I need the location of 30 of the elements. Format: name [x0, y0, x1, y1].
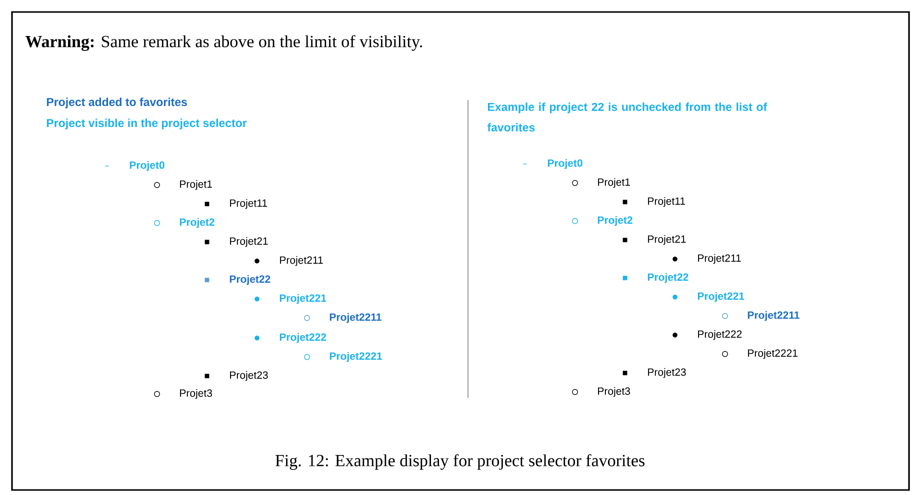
tree-item: Projet21: [204, 237, 268, 247]
tree-item: Projet221: [254, 294, 326, 304]
tree-item: Projet3: [572, 387, 630, 397]
tree-item: Projet11: [622, 197, 686, 207]
tree-item: Projet23: [204, 371, 268, 381]
tree-item: Projet221: [672, 292, 744, 302]
tree-item: Projet211: [254, 256, 323, 266]
tree-item: Projet22: [622, 273, 688, 283]
tree-item: Projet2211: [722, 311, 800, 321]
tree-item: Projet3: [154, 389, 212, 399]
tree-item: Projet2: [572, 216, 632, 226]
tree-item: Projet222: [672, 330, 742, 340]
tree-item: Projet2: [154, 218, 214, 228]
heading-text: Project visible in the project selector: [46, 118, 247, 130]
tree-item: Projet1: [154, 180, 212, 190]
tree-item: Projet2211: [304, 313, 382, 323]
figure-caption: Fig. 12: Example display for project selector favorites: [275, 454, 644, 470]
tree-item: Projet11: [204, 199, 267, 209]
tree-item: Projet0: [104, 161, 164, 171]
tree-item: Projet2221: [304, 352, 382, 362]
tree-item: Projet0: [522, 159, 582, 169]
tree-item: Projet21: [622, 235, 686, 245]
heading-text: Project added to favorites: [46, 98, 187, 108]
tree-item: Projet222: [254, 333, 326, 343]
tree-item: Projet23: [622, 368, 686, 378]
tree-item: Projet1: [572, 178, 630, 188]
tree-item: Projet22: [204, 275, 270, 285]
tree-item: Projet2221: [722, 349, 798, 359]
tree-item: Projet211: [672, 254, 741, 264]
heading-text: Example if project 22 is unchecked from the list of favorites: [487, 102, 768, 132]
